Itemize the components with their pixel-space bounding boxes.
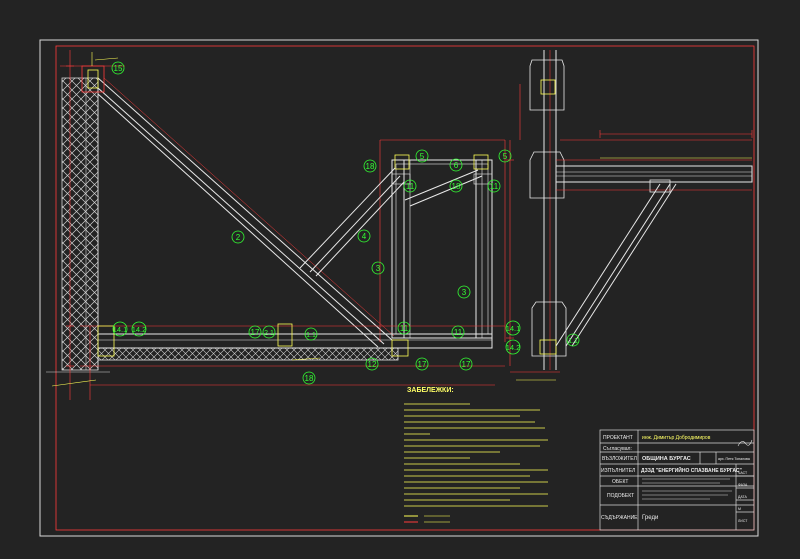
- tb-content-value: Греди: [642, 515, 658, 521]
- part-mark-11a: 11: [403, 179, 417, 193]
- svg-text:3: 3: [462, 288, 467, 297]
- left-elevation: 15 2 5 6 5 18 11 18: [46, 50, 514, 400]
- tb-content-label: СЪДЪРЖАНИЕ: [601, 515, 638, 521]
- part-mark-11b: 11: [487, 179, 501, 193]
- part-mark-5b: 5: [498, 149, 512, 163]
- diagonal-member-4: [299, 167, 483, 277]
- right-section-view: 14.1 14.2 1.1: [505, 50, 753, 381]
- svg-text:17: 17: [251, 328, 260, 337]
- section-top-beam: [555, 139, 753, 191]
- tb-client-value: ОБЩИНА БУРГАС: [642, 456, 691, 462]
- tb-scale-label: М: [738, 507, 741, 511]
- section-dimensions: [510, 130, 753, 381]
- part-mark-11d: 11: [451, 325, 465, 339]
- vertical-frame: [379, 139, 506, 342]
- svg-text:14.2: 14.2: [132, 325, 147, 334]
- part-mark-2: 2: [231, 230, 245, 244]
- svg-text:11: 11: [406, 182, 415, 191]
- tb-date-label: ДАТА: [738, 495, 747, 499]
- part-mark-17c: 17: [459, 357, 473, 371]
- part-mark-3b: 3: [457, 285, 471, 299]
- leader-lines: [51, 57, 321, 387]
- section-wall: [519, 50, 567, 370]
- part-mark-14-2: 14.2: [131, 321, 147, 337]
- part-mark-4: 4: [357, 229, 371, 243]
- svg-text:4: 4: [362, 232, 367, 241]
- diagonal-member-2: [97, 77, 395, 348]
- tb-phase-label: ФАЗА: [738, 483, 748, 487]
- part-mark-17a: 17: [248, 325, 262, 339]
- hatched-wall: [46, 77, 110, 373]
- svg-text:11: 11: [490, 182, 499, 191]
- tb-part-label: ЧАСТ: [738, 471, 748, 475]
- notes-body-lines: [404, 403, 548, 507]
- svg-text:5: 5: [420, 152, 425, 161]
- svg-text:2: 2: [236, 233, 241, 242]
- tb-client-label: ВЪЗЛОЖИТЕЛ: [602, 456, 637, 462]
- signature-mark: [737, 439, 753, 447]
- part-mark-14-2-right: 14.2: [505, 339, 521, 355]
- dimension-lines: [66, 50, 514, 400]
- tb-subobject-label: ПОДОБЕКТ: [607, 493, 634, 499]
- notes-legend: [404, 515, 450, 523]
- svg-text:1.1: 1.1: [306, 332, 316, 339]
- tb-architect: арх. Петя Топалова: [718, 457, 750, 461]
- part-mark-3a: 3: [371, 261, 385, 275]
- svg-text:11: 11: [400, 324, 409, 333]
- svg-text:18: 18: [305, 374, 314, 383]
- tb-object-lines: [642, 478, 730, 484]
- part-mark-1-1-right: 1.1: [566, 333, 580, 347]
- part-mark-11c: 11: [397, 321, 411, 335]
- tb-object-label: ОБЕКТ: [612, 479, 628, 485]
- tb-designer-value: инж. Димитър Добродимиров: [642, 435, 711, 441]
- svg-text:14.1: 14.1: [113, 325, 128, 334]
- svg-text:6: 6: [454, 161, 459, 170]
- part-mark-18c: 18: [302, 371, 316, 385]
- title-block: ПРОЕКТАНТ инж. Димитър Добродимиров Съгл…: [599, 429, 755, 531]
- svg-text:3: 3: [376, 264, 381, 273]
- svg-text:12: 12: [368, 360, 377, 369]
- svg-text:2.1: 2.1: [264, 330, 274, 337]
- section-diagonal-strut: [555, 179, 677, 347]
- part-mark-14-1-right: 14.1: [505, 320, 521, 336]
- notes-title: ЗАБЕЛЕЖКИ:: [407, 387, 454, 394]
- tb-sheet-label: ЛИСТ: [738, 519, 748, 523]
- part-mark-5a: 5: [415, 149, 429, 163]
- tb-agreed-label: Съгласувал:: [603, 446, 632, 452]
- tb-contractor-label: ИЗПЪЛНИТЕЛ: [601, 468, 635, 474]
- part-mark-17b: 17: [415, 357, 429, 371]
- part-mark-15: 15: [111, 61, 125, 75]
- svg-text:15: 15: [114, 64, 123, 73]
- svg-text:18: 18: [366, 162, 375, 171]
- part-mark-6: 6: [449, 158, 463, 172]
- svg-text:18: 18: [452, 182, 461, 191]
- svg-text:17: 17: [418, 360, 427, 369]
- part-mark-2-1: 2.1: [262, 325, 276, 339]
- part-mark-1-1: 1.1: [304, 327, 318, 341]
- part-mark-12: 12: [365, 357, 379, 371]
- tb-designer-label: ПРОЕКТАНТ: [603, 435, 633, 441]
- part-mark-18b: 18: [449, 179, 463, 193]
- svg-text:1.1: 1.1: [568, 338, 578, 345]
- svg-text:17: 17: [462, 360, 471, 369]
- svg-text:14.1: 14.1: [506, 324, 521, 333]
- svg-text:5: 5: [503, 152, 508, 161]
- drawing-frame: [39, 39, 759, 537]
- part-mark-18a: 18: [363, 159, 377, 173]
- part-mark-14-1: 14.1: [112, 321, 128, 337]
- notes-block: ЗАБЕЛЕЖКИ:: [404, 387, 548, 523]
- bottom-chord: [80, 323, 505, 400]
- svg-text:11: 11: [454, 328, 463, 337]
- tb-contractor-value: ДЗЗД "ЕНЕРГИЙНО СПАЗВАНЕ БУРГАС": [641, 466, 743, 474]
- svg-text:14.2: 14.2: [506, 343, 521, 352]
- tb-subobject-lines: [642, 490, 732, 500]
